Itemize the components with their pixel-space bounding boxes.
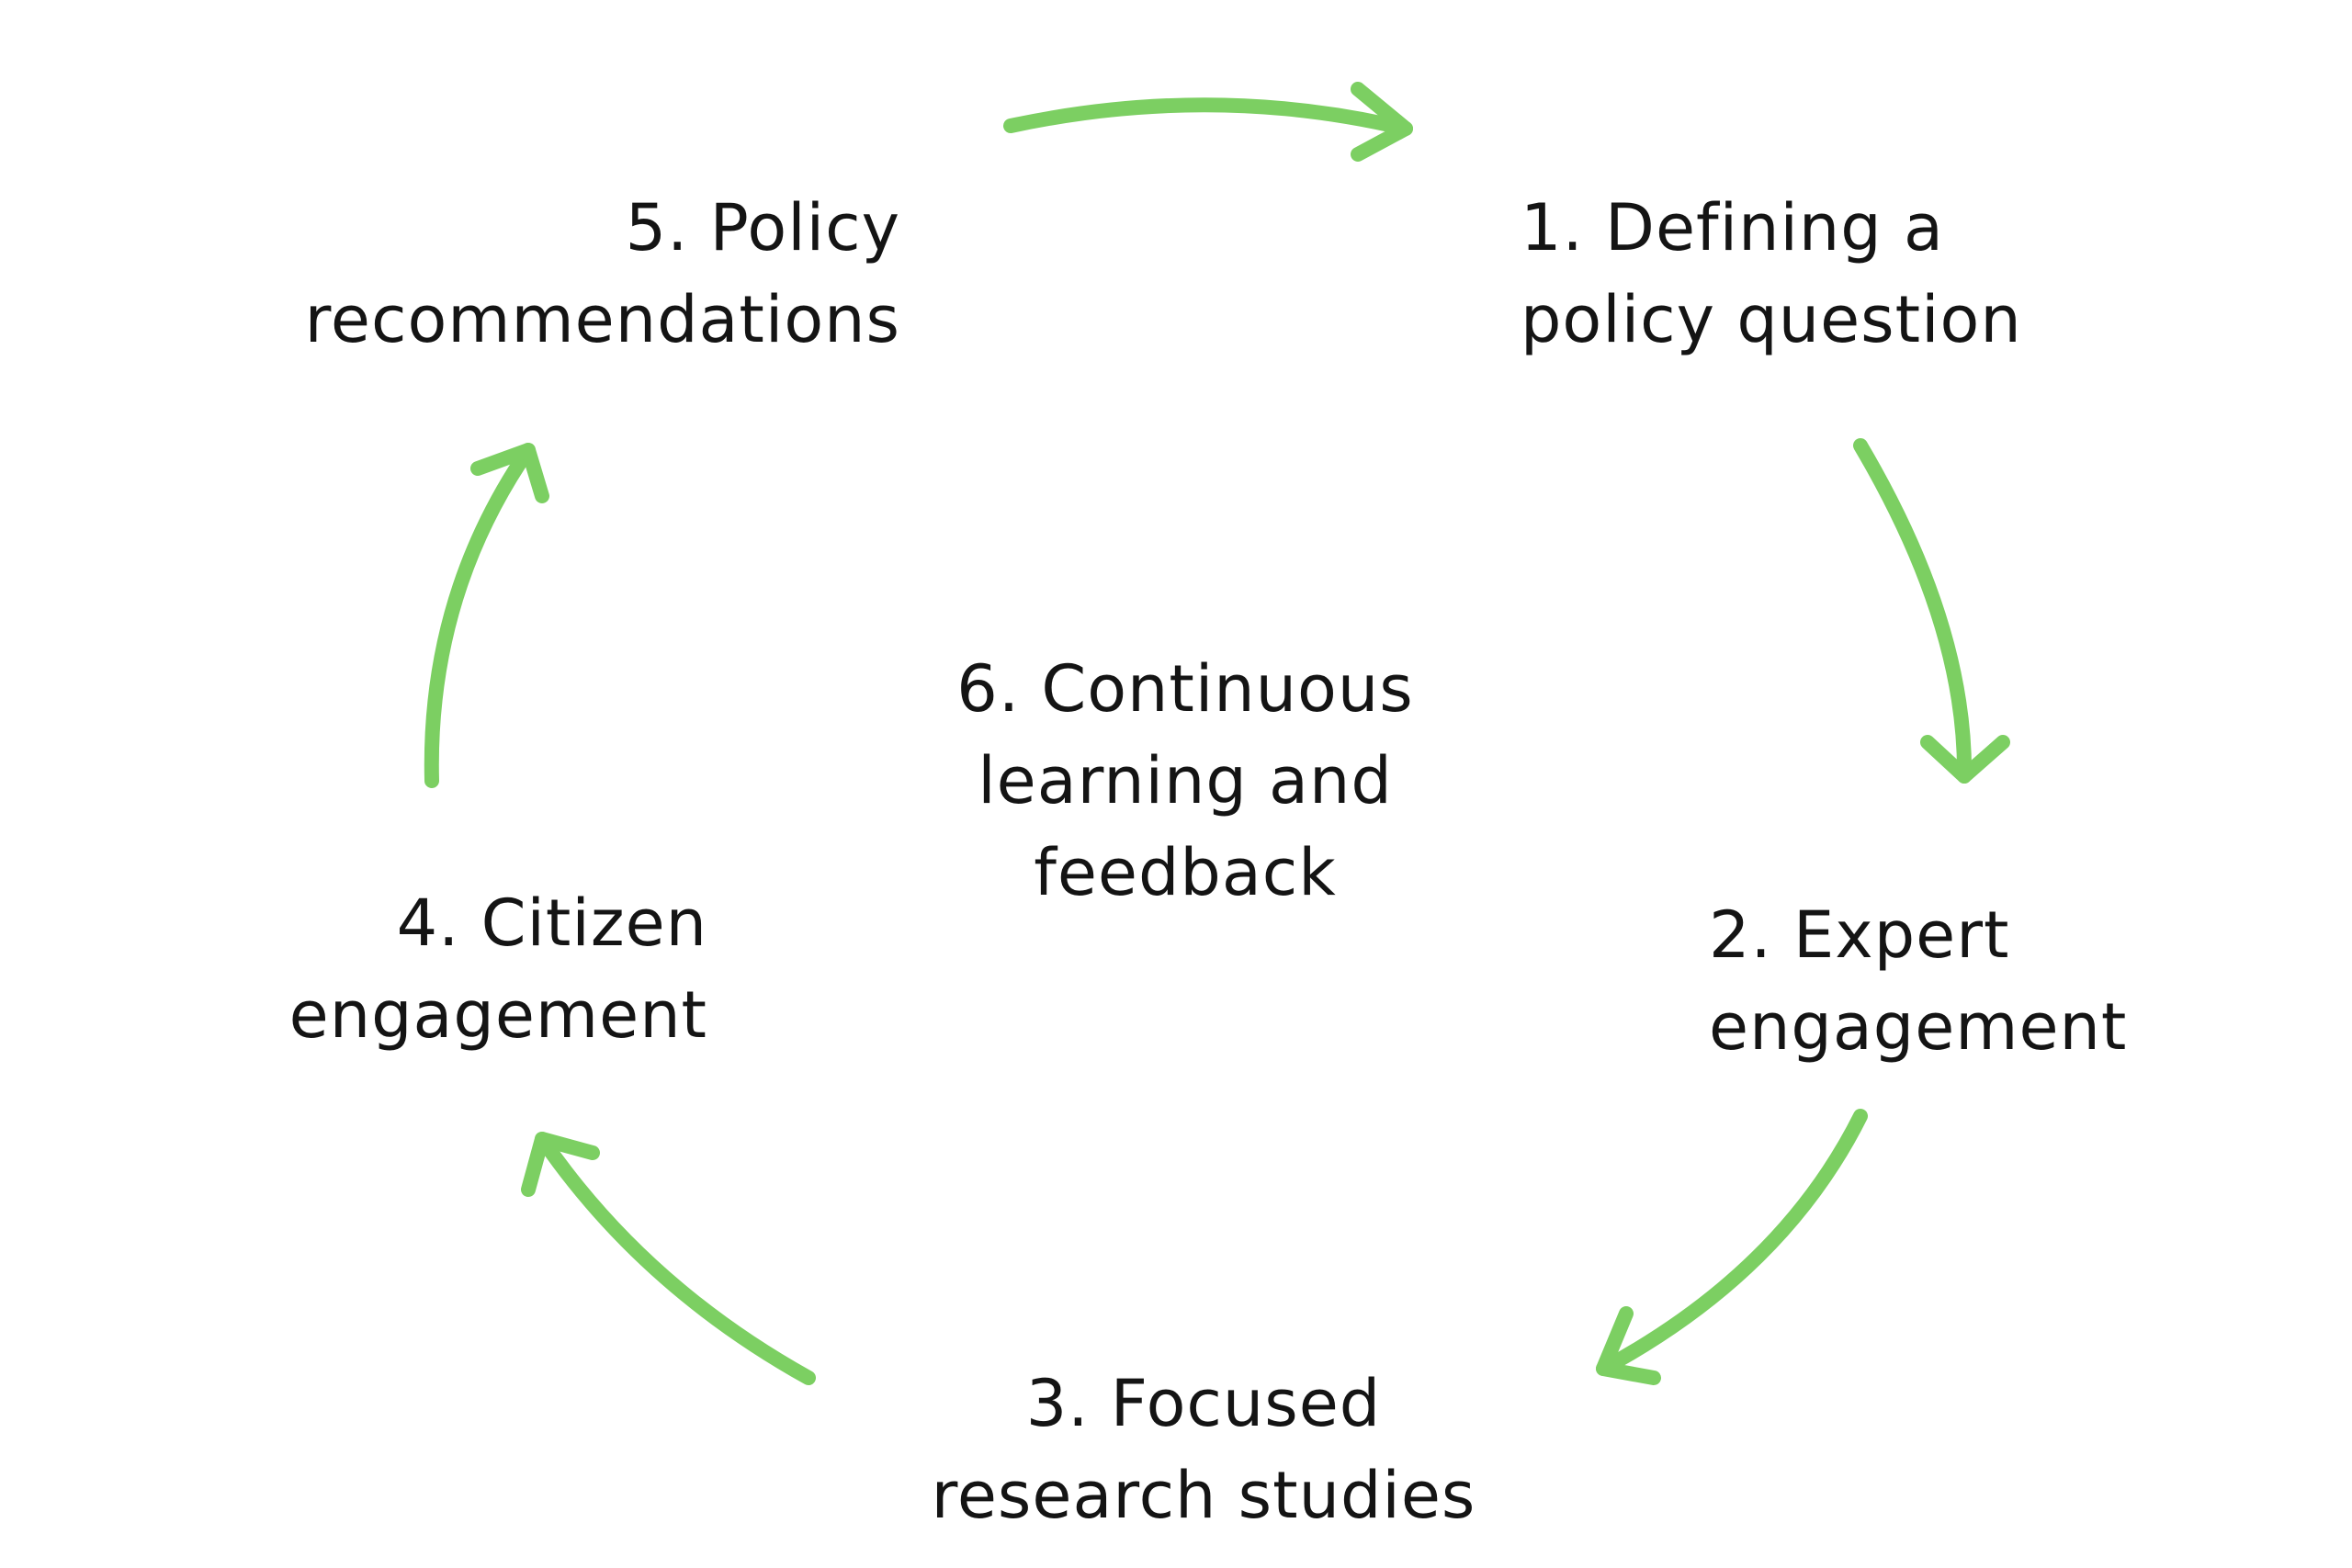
step-1-label: 1. Defining a policy question (1521, 182, 2022, 366)
step-3-line-1: 3. Focused (1025, 1366, 1382, 1441)
step-5-line-2: recommendations (304, 282, 900, 357)
arrow-shaft (535, 1132, 816, 1385)
arrow-shaft (424, 443, 536, 788)
arrow-step3-to-step4 (521, 1132, 816, 1385)
step-4-line-1: 4. Citizen (396, 886, 707, 961)
arrow-shaft (1596, 1109, 1868, 1376)
arrow-head (1351, 82, 1413, 162)
arrow-head (521, 1132, 600, 1197)
step-6-line-1: 6. Continuous (956, 651, 1414, 727)
step-3-label: 3. Focused research studies (882, 1358, 1525, 1541)
step-2-line-2: engagement (1709, 989, 2128, 1065)
step-4-label: 4. Citizen engagement (138, 877, 707, 1061)
arrow-step4-to-step5 (424, 443, 549, 788)
step-1-line-1: 1. Defining a (1521, 190, 1944, 265)
arrow-step2-to-step3 (1596, 1109, 1868, 1385)
arrow-step5-to-step1 (1003, 82, 1413, 162)
step-1-line-2: policy question (1521, 282, 2022, 357)
arrow-head (1596, 1306, 1661, 1385)
arrow-head (1920, 735, 2010, 784)
arrow-step1-to-step2 (1853, 438, 2010, 784)
arrow-shaft (1003, 97, 1413, 136)
arrow-shaft (1853, 438, 1973, 784)
step-5-label: 5. Policy recommendations (92, 182, 900, 366)
arrow-head (470, 443, 549, 503)
step-3-line-2: research studies (931, 1458, 1476, 1533)
step-6-label: 6. Continuous learning and feedback (864, 643, 1507, 919)
step-5-line-1: 5. Policy (625, 190, 900, 265)
step-2-line-1: 2. Expert (1709, 897, 2010, 973)
step-2-label: 2. Expert engagement (1709, 889, 2127, 1073)
step-4-line-2: engagement (288, 977, 707, 1053)
step-6-line-3: feedback (1034, 835, 1337, 910)
step-6-line-2: learning and (978, 743, 1393, 818)
